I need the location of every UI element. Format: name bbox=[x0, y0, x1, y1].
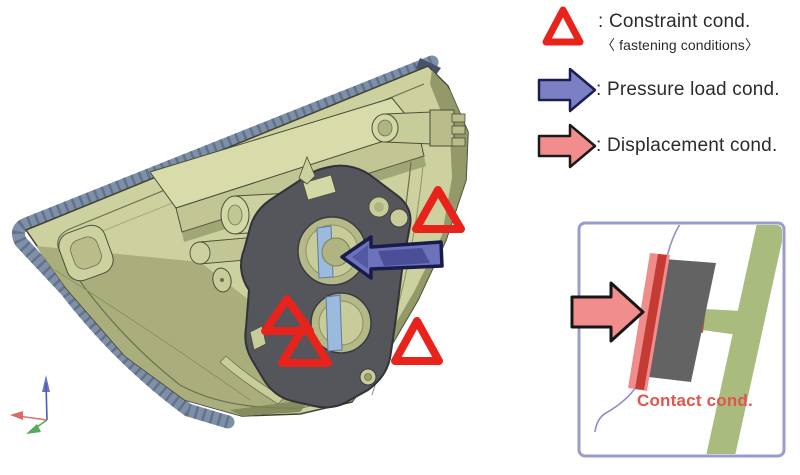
bulb-blue-lower bbox=[325, 294, 343, 352]
constraint-marker-lower-right bbox=[391, 317, 443, 365]
pressure-arrow-shade-2 bbox=[352, 245, 368, 269]
constraint-marker-lower-left-lower bbox=[278, 321, 332, 367]
cylinder-small-cap bbox=[189, 241, 211, 265]
triad-left-arrowhead bbox=[10, 411, 23, 420]
inset-displacement-arrow bbox=[570, 281, 645, 343]
coordinate-triad bbox=[10, 375, 50, 434]
inset-content bbox=[594, 225, 782, 454]
lamp-rim-band bbox=[11, 55, 439, 429]
displacement-arrow-icon bbox=[537, 123, 597, 169]
disc-boss-center bbox=[220, 278, 224, 282]
connector-prong-3 bbox=[451, 137, 466, 147]
pointed-tab bbox=[298, 155, 316, 185]
constraint-marker-upper-right bbox=[412, 186, 465, 233]
legend-icons bbox=[537, 6, 597, 169]
gasket-bolt bbox=[364, 373, 372, 381]
inset-green-branch bbox=[702, 309, 742, 335]
legend-pressure-label: : Pressure load cond. bbox=[596, 79, 780, 100]
tail-lamp-model bbox=[11, 55, 469, 429]
legend-displacement-label: : Displacement cond. bbox=[596, 135, 778, 156]
inset-lens-curve-bottom bbox=[594, 378, 642, 433]
gasket-tab-top bbox=[302, 174, 337, 201]
corner-boss bbox=[58, 224, 114, 282]
gasket-hole-topright bbox=[389, 208, 409, 228]
inset-lens-curve-top bbox=[666, 225, 681, 258]
connector-prong-1 bbox=[451, 113, 466, 123]
gasket-plate bbox=[240, 164, 412, 409]
connector-block bbox=[429, 109, 455, 147]
legend-constraint-label: : Constraint cond. bbox=[598, 11, 751, 32]
constraint-marker-lower-left-upper bbox=[261, 295, 314, 335]
housing-inner-edge bbox=[57, 83, 425, 409]
cylinder-large-cap-inner bbox=[227, 204, 243, 226]
pressure-arrow-shade-1 bbox=[378, 248, 430, 266]
legend-constraint-sublabel: 〈 fastening conditions〉 bbox=[601, 37, 759, 53]
bottom-under-edge bbox=[230, 400, 310, 416]
inset-contact-bar-core bbox=[635, 254, 667, 390]
housing-right-shade bbox=[344, 70, 468, 401]
model-annotations bbox=[261, 186, 465, 367]
gasket-boss-topright-inner bbox=[374, 202, 384, 212]
constraint-triangle-icon bbox=[542, 6, 584, 46]
triad-up-arrowhead bbox=[42, 375, 50, 392]
pressure-arrow-icon bbox=[537, 67, 597, 113]
inset-contact-caption: Contact cond. bbox=[637, 391, 753, 410]
contact-inset bbox=[570, 221, 786, 458]
housing-bowl-line bbox=[54, 269, 251, 401]
socket-cap-inner bbox=[377, 119, 393, 137]
triad-diag-arrowhead bbox=[26, 424, 41, 434]
inset-green-band bbox=[706, 225, 782, 454]
connector-prong-2 bbox=[451, 125, 466, 135]
